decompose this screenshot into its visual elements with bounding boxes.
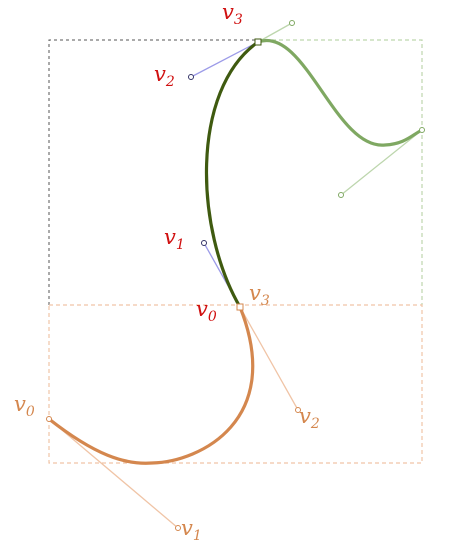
light-green-curve [256, 38, 424, 147]
green-handle-start-point[interactable] [289, 20, 295, 26]
label-orange-v1: v1 [181, 516, 202, 544]
orange-handle-v0-v1 [48, 418, 179, 529]
label-red-v2: v2 [154, 62, 175, 90]
green-handle-start [257, 22, 293, 43]
label-orange-v3: v3 [249, 281, 270, 309]
green-handle-end-point[interactable] [338, 192, 344, 198]
label-orange-v2: v2 [299, 404, 320, 432]
green-end-point[interactable] [419, 127, 425, 133]
orange-handle-v3-v2 [239, 306, 299, 411]
label-red-v1: v1 [164, 225, 185, 253]
frame-dark-dashed [48, 39, 258, 305]
junction-top-point[interactable] [254, 38, 262, 46]
dark-handle-v3-v2 [190, 41, 259, 78]
orange-v1-point[interactable] [175, 525, 181, 531]
label-red-v3: v3 [222, 0, 243, 28]
dark-v2-point[interactable] [188, 74, 194, 80]
frame-green-dashed [258, 39, 423, 305]
dark-v1-point[interactable] [201, 240, 207, 246]
frame-orange-dashed [48, 304, 423, 464]
green-handle-end [340, 129, 423, 196]
label-orange-v0: v0 [14, 392, 35, 420]
orange-v0-point[interactable] [46, 416, 52, 422]
orange-curve [47, 305, 255, 465]
dark-green-curve [205, 40, 260, 309]
junction-middle-point[interactable] [236, 303, 244, 311]
label-red-v0: v0 [196, 297, 217, 325]
orange-v2-point[interactable] [295, 407, 301, 413]
